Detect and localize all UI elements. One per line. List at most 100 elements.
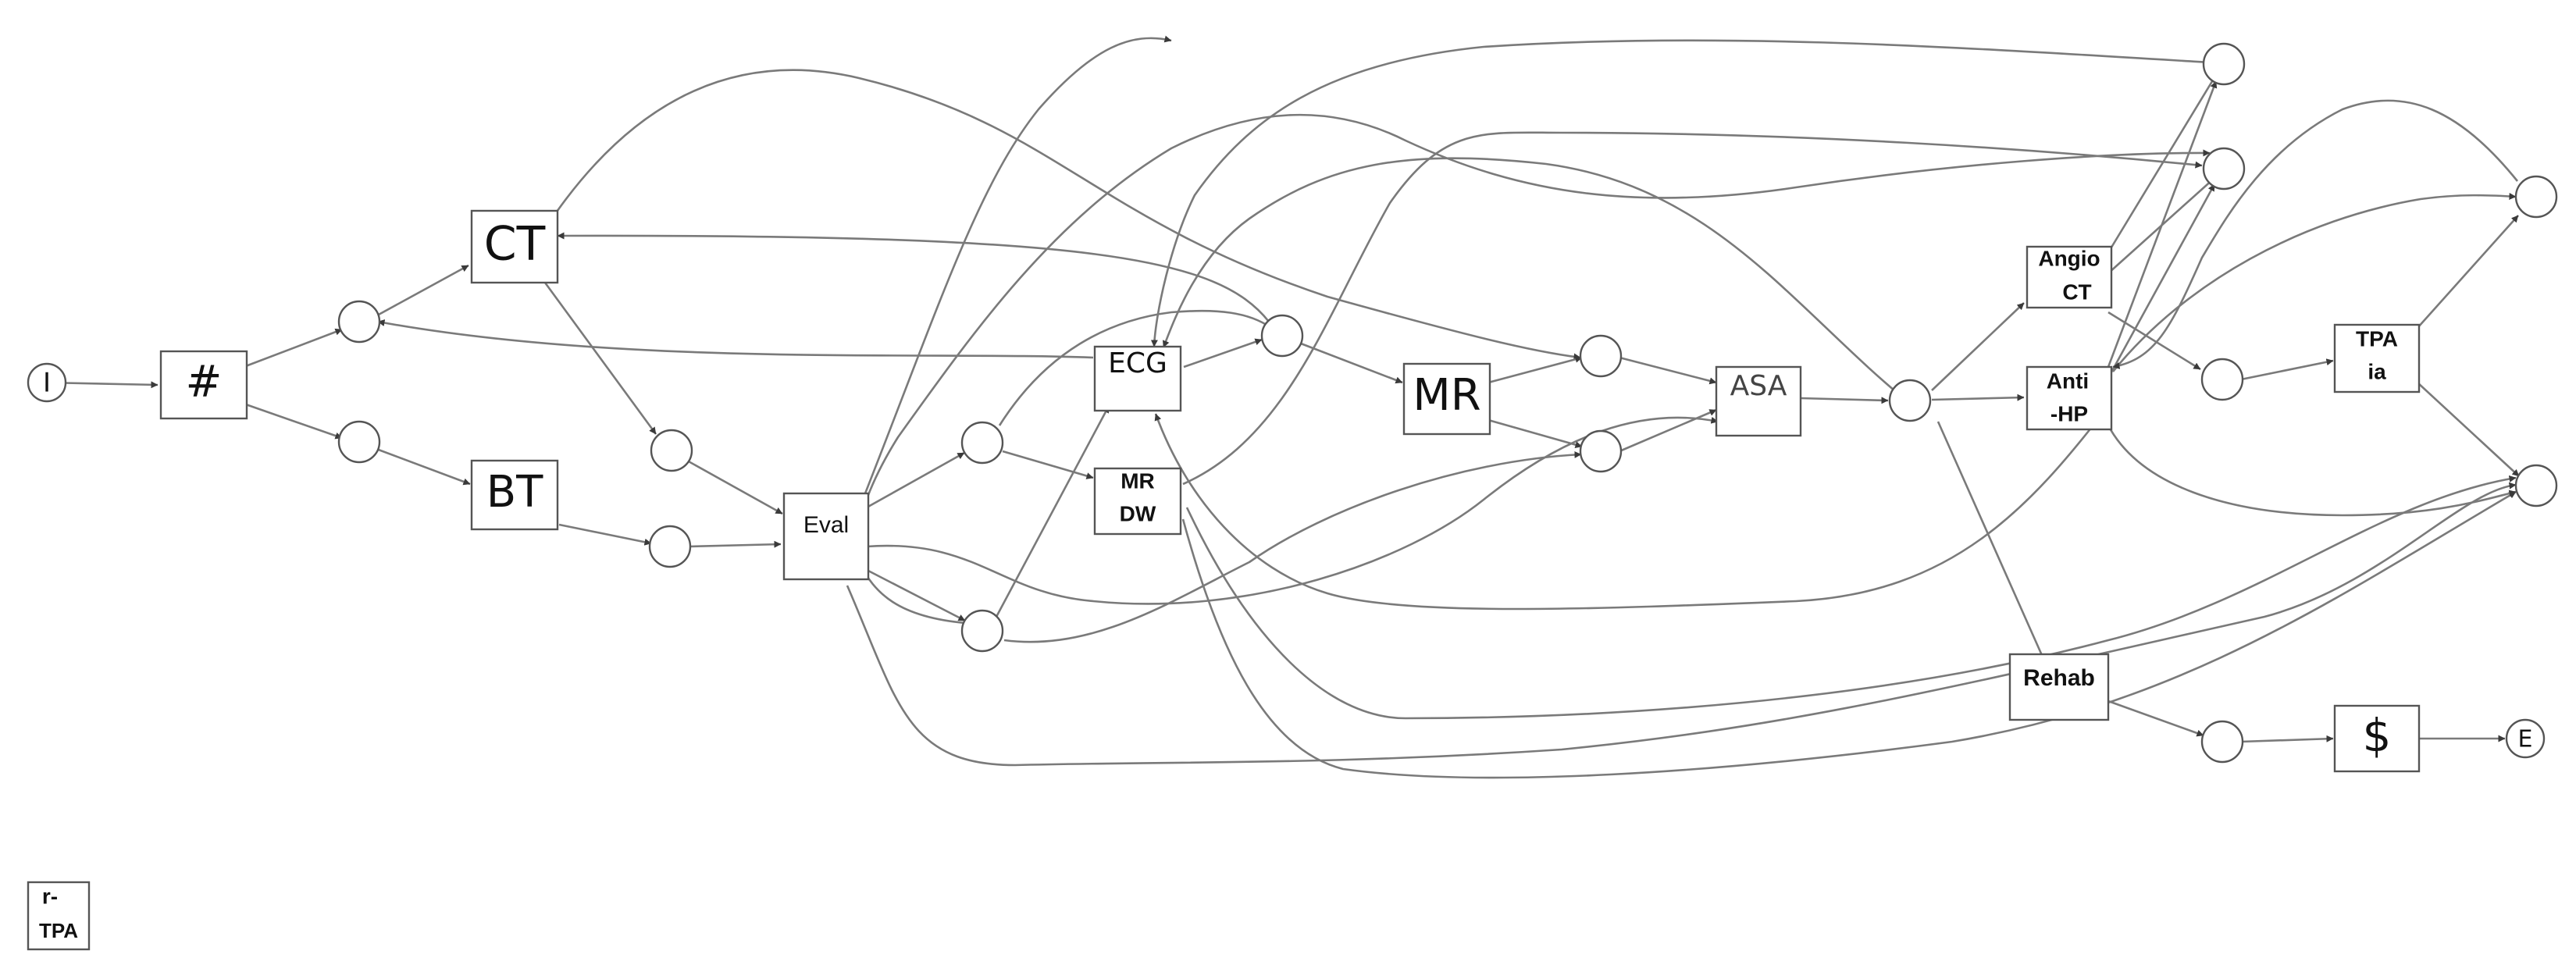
transition-label: ASA [1730,370,1787,402]
place-node [960,609,1004,653]
edge-p3-to-eval [686,459,783,515]
transition-dollar: $ [2333,704,2421,773]
edge-angio-to-out1 [2104,74,2218,258]
place-node [960,421,1004,465]
transition-anti-hp: Anti -HP [2026,365,2113,431]
edge-mrdw-to-p-ecg-loop [1182,131,2203,486]
place-node [650,429,693,472]
transitions: # CT BT Eval ECG MR DW [27,209,2421,951]
transition-eval: Eval [782,492,870,581]
transition-tpa-ia: TPA ia [2333,323,2421,393]
edge-eval-to-p5 [866,451,965,509]
place-node [2202,42,2246,86]
start-circle [27,362,67,403]
transition-label-line2: -HP [2050,401,2088,425]
transition-box [2333,323,2421,393]
transition-label: MR [1413,370,1480,421]
transition-bt: BT [470,459,559,531]
edge-p10-to-asa [1619,356,1717,385]
transition-label: # [186,357,223,408]
edge-antihp-to-out3 [2111,192,2517,372]
place-node [1888,379,1932,422]
edge-antihp-to-out2 [2107,183,2216,379]
edge-antihp-to-out1 [2107,80,2218,368]
edge-ct-to-p3 [543,282,657,435]
transition-asa: ASA [1715,365,1802,437]
edge-p1-to-ct [376,264,469,317]
transition-box [27,881,91,951]
edge-asa-to-ecg-low [1154,405,2110,611]
transition-label: Eval [803,512,849,538]
transition-box [782,492,870,581]
edge-tpaia-to-out3 [2417,215,2519,329]
start-node: I [27,362,67,403]
transition-mr-dw: MR DW [1093,467,1182,536]
transition-box [470,459,559,531]
transition-box [470,209,559,284]
edge-hash-to-p1 [243,328,343,369]
transition-ecg: ECG [1093,345,1182,412]
edge-p12-to-angio [1931,302,2025,391]
edge-angio-to-p13 [2107,311,2201,371]
transition-label: BT [486,467,543,518]
places [337,42,2558,764]
edge-p2-to-bt [376,447,471,486]
place-node [1579,334,1623,378]
place-node [337,300,381,344]
transition-box [1715,365,1802,437]
end-node: E [2505,718,2546,759]
transition-box [1093,467,1182,536]
transition-label-line1: MR [1121,468,1155,493]
place-node [2200,358,2244,401]
transition-box [2026,245,2113,309]
transition-box [1093,345,1182,412]
edge-ecg-to-p7 [1183,338,1263,369]
place-node [2202,147,2246,190]
edge-ct-to-p10 [545,69,1581,361]
transition-label-line1: r- [42,884,58,908]
edge-bt-long-arc [855,113,2211,625]
place-node [1579,429,1623,473]
edge-p6-to-p11 [1003,450,1582,643]
edge-p5-to-p7 [998,309,1272,426]
transition-angio-ct: Angio CT [2026,245,2113,309]
edge-p6-to-ecg [995,405,1110,618]
transition-box [159,350,248,420]
transition-label-line2: ia [2368,359,2386,383]
place-node [337,420,381,464]
transition-mr: MR [1402,362,1491,436]
edge-asa-to-p12 [1800,397,1889,404]
edge-tpaia-to-out4 [2417,382,2520,477]
place-node [2514,175,2558,219]
transition-label-line1: Angio [2038,246,2100,270]
edge-eval-to-tpaia-bottom [846,482,2517,767]
edge-mr-to-p11 [1488,418,1583,448]
start-label: I [43,368,51,399]
edge-p12-to-rehab [1936,421,2049,668]
end-label: E [2518,726,2533,753]
place-node [2514,464,2558,507]
edge-p12-to-antihp [1931,393,2025,401]
transition-label-line2: DW [1120,501,1156,525]
edge-p7-to-ct [557,232,1270,322]
edge-out3-loop [2112,99,2519,369]
edge-p5-to-mrdw [1002,450,1094,479]
transition-label-line1: TPA [2356,326,2398,351]
transition-box [1402,362,1491,436]
edge-p13-to-tpaia [2240,358,2334,381]
transition-r-tpa: r- TPA [27,881,91,951]
edge-mrdw-to-out3 [1185,475,2517,720]
edge-mr-to-p10 [1488,355,1583,384]
transition-label: Rehab [2023,665,2095,691]
edge-eval-to-ecg-top [853,35,1172,520]
place-node [1260,314,1304,358]
transition-label-line2: TPA [39,919,78,942]
transition-ct: CT [470,209,559,284]
edge-rehab-to-p14 [2107,700,2204,737]
place-node [2200,720,2244,764]
end-circle [2505,718,2546,759]
edge-ecg-to-p1 [377,319,1094,359]
transition-label-line2: CT [2062,279,2091,304]
edge-mrdw-to-rehab-low [1181,490,2517,779]
